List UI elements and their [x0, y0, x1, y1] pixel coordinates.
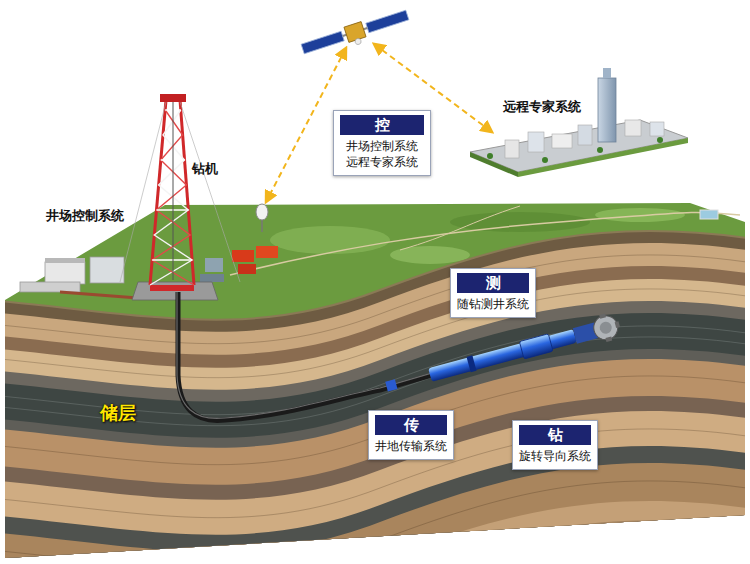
drilling-rig — [132, 282, 218, 300]
drilling-rig — [160, 94, 186, 102]
system-box: 钻旋转导向系统 — [512, 420, 598, 470]
system-box: 控井场控制系统 远程专家系统 — [333, 110, 431, 176]
box-heading: 测 — [457, 273, 529, 293]
well-site — [60, 292, 138, 298]
remote-center — [625, 120, 641, 136]
box-heading: 钻 — [519, 425, 591, 445]
remote-center — [505, 140, 519, 158]
well-site — [232, 250, 254, 262]
system-box: 传井地传输系统 — [368, 410, 454, 460]
well-site — [200, 274, 224, 282]
remote-center — [597, 147, 603, 153]
drilling-rig — [173, 102, 174, 280]
remote-center — [603, 68, 611, 78]
drilling-tool — [598, 320, 613, 335]
well-site — [256, 246, 278, 258]
terrain-block — [700, 210, 718, 219]
drilling-tool — [428, 329, 576, 382]
drilling-tool — [615, 321, 620, 328]
remote-center — [578, 125, 592, 145]
box-heading: 传 — [375, 415, 447, 435]
terrain-block — [0, 429, 750, 518]
part-label: 远程专家系统 — [503, 98, 581, 116]
drilling-tool — [467, 355, 477, 372]
well-site — [205, 258, 223, 272]
box-heading: 控 — [340, 115, 424, 135]
terrain-block — [0, 231, 750, 320]
drilling-rig — [120, 94, 240, 300]
well-site — [20, 282, 80, 292]
terrain-block — [230, 212, 740, 275]
well-path — [177, 292, 615, 418]
terrain-block — [0, 481, 750, 564]
drilling-tool — [605, 337, 612, 342]
drilling-tool — [519, 334, 553, 359]
part-label: 钻机 — [192, 160, 218, 178]
well-site — [256, 204, 268, 220]
box-body: 井地传输系统 — [375, 435, 447, 454]
terrain-block — [0, 501, 750, 564]
box-body: 旋转导向系统 — [519, 445, 591, 464]
drilling-tool — [591, 313, 620, 342]
satellite — [354, 38, 362, 46]
box-body: 随钻测井系统 — [457, 293, 529, 312]
remote-center — [598, 78, 616, 142]
satellite — [344, 22, 366, 43]
well-site — [238, 264, 256, 274]
satellite-link — [266, 44, 492, 202]
terrain-block — [0, 203, 750, 320]
remote-center — [650, 122, 664, 136]
terrain-block — [0, 203, 750, 564]
remote-center — [528, 132, 544, 152]
drilling-rig — [150, 285, 194, 291]
remote-center — [552, 134, 572, 148]
system-box: 测随钻测井系统 — [450, 268, 536, 318]
drilling-tool — [385, 379, 397, 391]
drilling-tool — [383, 311, 623, 401]
remote-center — [657, 137, 663, 143]
terrain-block — [270, 226, 390, 254]
well-path — [177, 292, 615, 420]
drilling-rig — [180, 102, 240, 282]
drilling-tool — [599, 313, 606, 318]
well-site — [45, 258, 85, 263]
terrain-block — [0, 521, 750, 564]
terrain-block — [400, 206, 520, 250]
satellite — [301, 31, 344, 53]
part-label: 井场控制系统 — [46, 207, 124, 225]
remote-center — [487, 153, 493, 159]
remote-center — [470, 68, 688, 177]
drilling-rig — [157, 209, 189, 211]
drilling-rig — [120, 102, 166, 282]
well-site — [90, 257, 124, 283]
box-body: 井场控制系统 远程专家系统 — [340, 135, 424, 170]
well-site — [45, 262, 85, 284]
drilling-rig — [150, 100, 166, 285]
remote-center — [542, 157, 548, 163]
satellite — [366, 10, 409, 32]
terrain-block — [390, 246, 470, 264]
well-path — [178, 292, 615, 420]
terrain-block — [0, 326, 750, 415]
satellite — [300, 7, 411, 61]
part-label: 储层 — [100, 401, 136, 425]
drilling-rig — [152, 259, 192, 261]
